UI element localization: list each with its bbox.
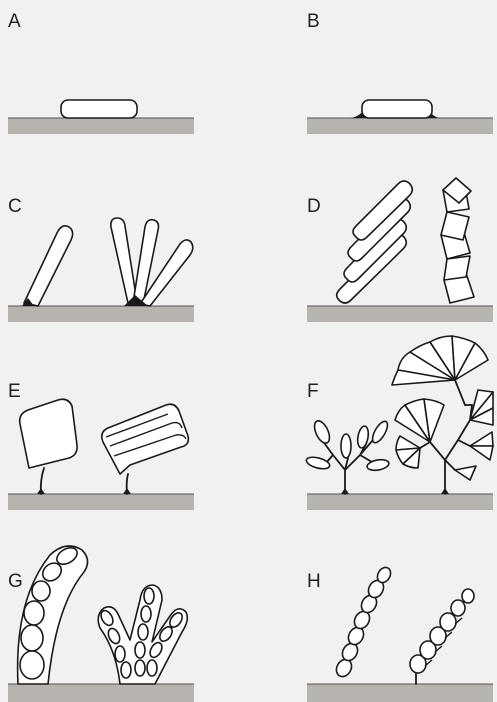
rod-cell-c2 xyxy=(111,218,137,303)
substrate-a xyxy=(8,118,194,134)
panel-g-drawing xyxy=(8,544,194,702)
zigzag-colony xyxy=(441,178,474,303)
substrate-e xyxy=(8,494,194,510)
stacked-colony xyxy=(337,181,413,303)
panel-c-drawing xyxy=(8,218,194,322)
substrate-d xyxy=(307,306,493,322)
panel-f-drawing xyxy=(305,336,493,510)
fan-colony-right xyxy=(470,390,493,425)
substrate-f xyxy=(307,494,493,510)
branched-colony-f2 xyxy=(392,336,493,494)
fan-colony-top xyxy=(392,336,488,405)
cell-chain-h1 xyxy=(333,565,393,679)
substrate-g xyxy=(8,684,194,702)
substrate-b xyxy=(307,118,493,134)
mucilage-tube-g1 xyxy=(18,544,88,684)
fan-colony-low-left xyxy=(396,436,420,468)
stalked-cell-e1 xyxy=(20,399,77,468)
flat-cell-a xyxy=(61,100,137,118)
substrate-h xyxy=(307,684,493,702)
mucilage-tube-g2 xyxy=(98,585,187,684)
fan-colony-left xyxy=(395,399,444,442)
rod-cell-c1 xyxy=(24,226,73,306)
panel-e-drawing xyxy=(8,399,194,510)
stalked-colony-e2 xyxy=(102,404,189,474)
panel-a-drawing xyxy=(8,100,194,134)
panel-d-drawing xyxy=(307,178,493,322)
fan-colony-low-right xyxy=(455,432,493,480)
panel-b-drawing xyxy=(307,100,493,134)
flat-cell-b xyxy=(362,100,432,118)
cell-chain-h2 xyxy=(410,589,474,684)
panel-h-drawing xyxy=(307,565,493,702)
branched-colony-f1 xyxy=(305,419,390,494)
substrate-c xyxy=(8,306,194,322)
